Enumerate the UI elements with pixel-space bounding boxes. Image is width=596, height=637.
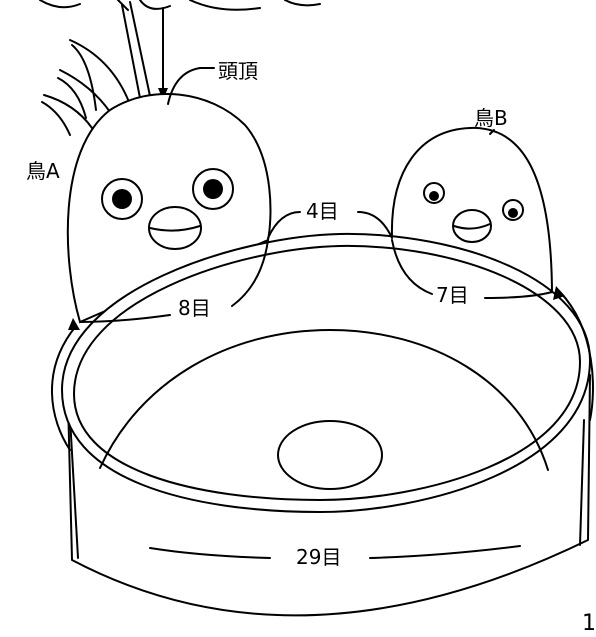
label-corner-number: 1 [582, 611, 596, 632]
label-span-8: 8目 [178, 296, 211, 320]
bird-a-left-eye [101, 178, 143, 220]
label-span-29: 29目 [296, 545, 341, 569]
bird-b-right-eye [502, 199, 524, 221]
head-top-leader [167, 67, 215, 105]
measure-arcs [51, 211, 594, 559]
label-bird-a: 鳥A [26, 159, 60, 183]
bird-b-left-eye [423, 182, 445, 204]
label-bird-b: 鳥B [474, 106, 508, 130]
bowl-bottom [277, 420, 383, 490]
bird-a [66, 93, 272, 324]
bird-a-beak [148, 206, 202, 250]
label-span-7: 7目 [436, 283, 469, 307]
top-leader-lines [39, 0, 321, 11]
bird-b-leader [489, 129, 495, 135]
bird-b [390, 126, 554, 298]
label-span-4: 4目 [306, 199, 339, 223]
bowl [60, 232, 592, 617]
bird-b-beak [452, 209, 492, 243]
head-top-arrow [158, 7, 168, 100]
label-head-top: 頭頂 [218, 59, 258, 83]
bird-a-right-eye [192, 168, 234, 210]
